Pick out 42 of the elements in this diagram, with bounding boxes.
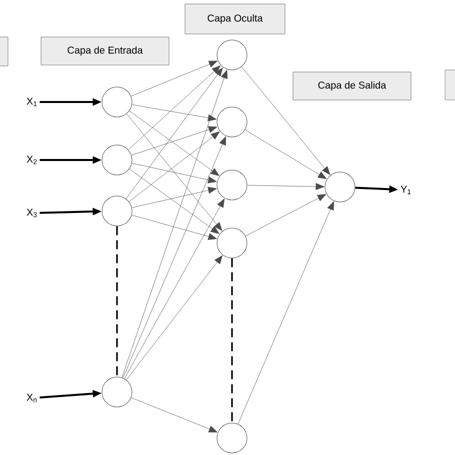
connection-arrow: [126, 255, 223, 380]
connection-arrow: [247, 183, 324, 190]
layer-label-box: Capa de Salida: [292, 72, 412, 100]
connection-arrow: [126, 68, 223, 199]
variable-label: X$_{2}$: [26, 156, 37, 164]
connection-arrow: [122, 70, 228, 378]
connection-arrow: [244, 130, 327, 180]
connection-arrow: [128, 65, 221, 150]
variable-label: X$_{n}$: [26, 394, 37, 402]
connection-arrow: [129, 168, 220, 234]
neuron-circle: [216, 40, 248, 70]
layer-label-box: Capa de Entrada: [40, 36, 170, 66]
connection-arrow: [132, 186, 217, 208]
connection-arrow: [245, 194, 326, 236]
neuron-circle: [216, 422, 248, 454]
layer-label-box: Capa Oculta: [184, 4, 286, 34]
connection-arrow: [130, 397, 218, 432]
connection-arrow: [124, 198, 225, 379]
connection-arrow: [131, 126, 218, 156]
neuron-circle: [102, 86, 132, 118]
ellipsis-line: [231, 258, 233, 423]
neuron-circle: [102, 196, 132, 226]
neuron-circle: [216, 228, 248, 258]
connection-arrow: [238, 201, 334, 424]
variable-label: Y$_{1}$: [400, 186, 411, 194]
connection-arrow: [126, 114, 222, 231]
neuron-circle: [216, 170, 248, 200]
connection-arrow: [241, 66, 330, 175]
neuron-circle: [102, 376, 132, 408]
ellipsis-line: [116, 226, 118, 377]
connection-arrow: [128, 131, 220, 202]
neuron-circle: [324, 172, 356, 202]
variable-label: X$_{1}$: [26, 98, 37, 106]
connection-arrow: [129, 110, 220, 176]
connection-arrow: [122, 136, 226, 378]
connection-arrow: [132, 104, 217, 122]
variable-label: X$_{3}$: [26, 208, 37, 218]
neuron-circle: [102, 144, 132, 176]
connection-arrow: [132, 163, 217, 184]
neuron-circle: [216, 106, 248, 138]
connection-arrow: [130, 60, 218, 96]
connection-arrow: [132, 214, 217, 240]
